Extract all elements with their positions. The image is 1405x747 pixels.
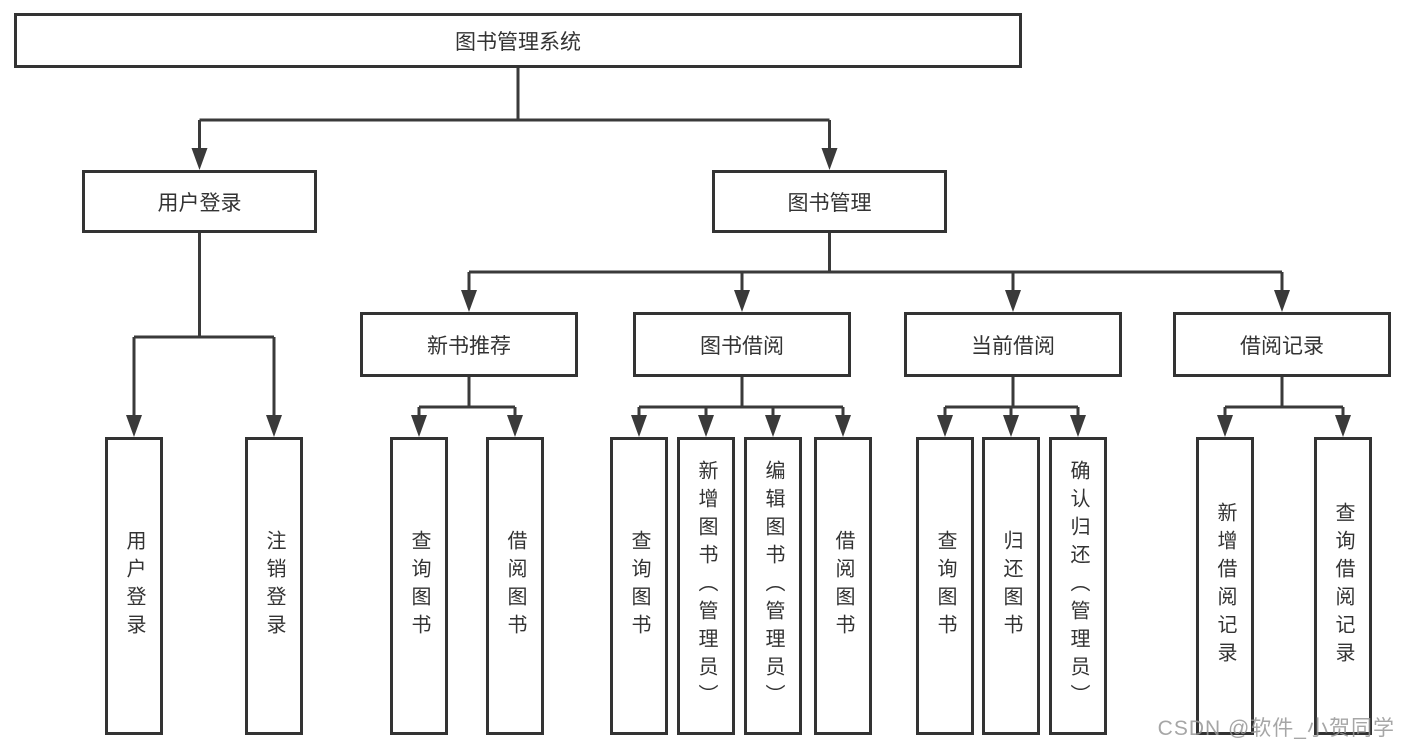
leaf-query-borrow-record: 查询借阅记录 [1314, 437, 1372, 735]
leaf-logout: 注销登录 [245, 437, 303, 735]
leaf-query-books-current: 查询图书 [916, 437, 974, 735]
leaf-query-books-borrow: 查询图书 [610, 437, 668, 735]
leaf-borrow-books-recommend: 借阅图书 [486, 437, 544, 735]
leaf-query-books-recommend: 查询图书 [390, 437, 448, 735]
leaf-add-borrow-record: 新增借阅记录 [1196, 437, 1254, 735]
leaf-borrow-books: 借阅图书 [814, 437, 872, 735]
node-book-management: 图书管理 [712, 170, 947, 233]
leaf-return-books: 归还图书 [982, 437, 1040, 735]
node-user-login: 用户登录 [82, 170, 317, 233]
node-new-book-recommend: 新书推荐 [360, 312, 578, 377]
node-borrowing-records: 借阅记录 [1173, 312, 1391, 377]
leaf-confirm-return-admin: 确认归还（管理员） [1049, 437, 1107, 735]
node-book-borrowing: 图书借阅 [633, 312, 851, 377]
leaf-edit-books-admin: 编辑图书（管理员） [744, 437, 802, 735]
leaf-user-login: 用户登录 [105, 437, 163, 735]
node-current-borrowing: 当前借阅 [904, 312, 1122, 377]
csdn-watermark: CSDN @软件_小贺同学 [1157, 717, 1395, 740]
node-library-management-system: 图书管理系统 [14, 13, 1022, 68]
leaf-add-books-admin: 新增图书（管理员） [677, 437, 735, 735]
